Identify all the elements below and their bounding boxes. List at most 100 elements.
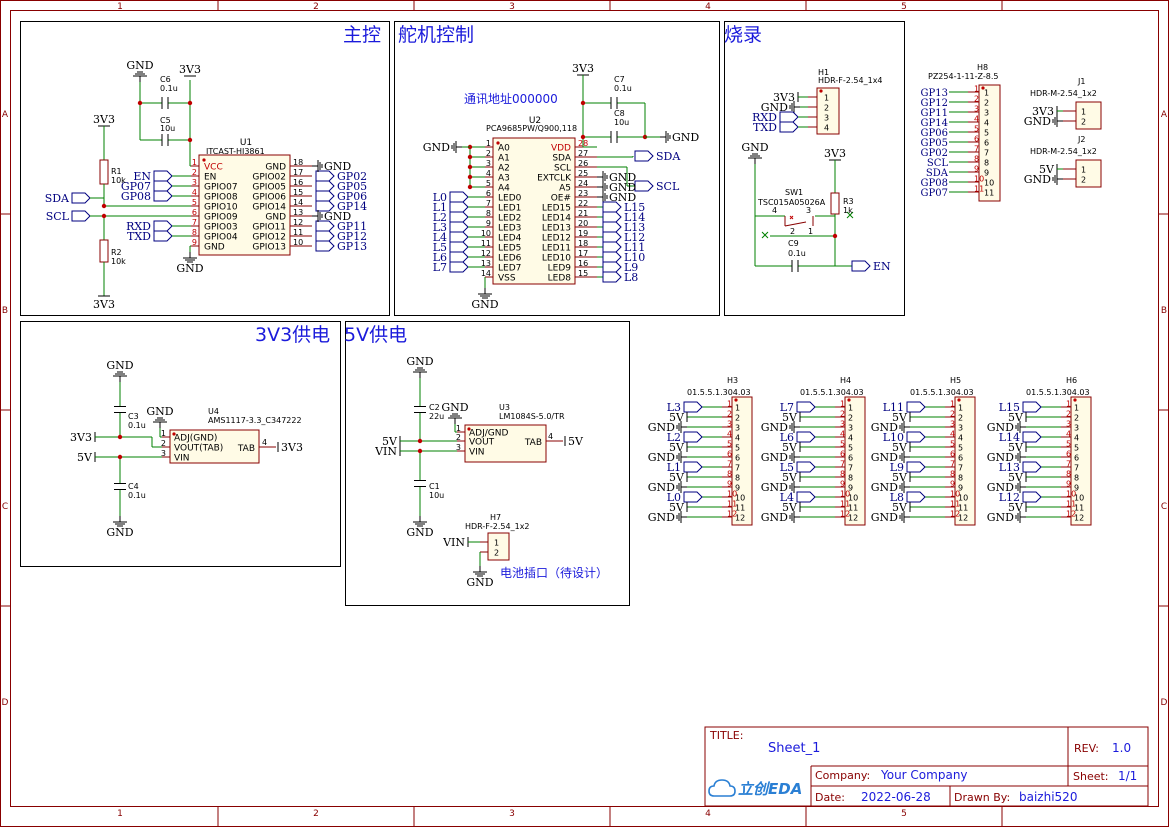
pin-number: 1 (1081, 166, 1086, 175)
pin-number: 3 (824, 114, 829, 123)
cap-ref: C7 (614, 75, 625, 84)
pin-name: GPIO02 (252, 173, 286, 183)
row-label: A (2, 110, 9, 120)
col-label: 3 (509, 809, 515, 819)
pin-name: VOUT(TAB) (174, 444, 223, 454)
pin-name: GPIO10 (204, 203, 238, 213)
pin-number: 12 (727, 510, 737, 519)
pin-number: 11 (984, 189, 994, 198)
h7-ref: H7 (490, 513, 501, 522)
row-label: B (1161, 306, 1167, 316)
gnd-label: GND (324, 160, 351, 173)
net-flag (71, 210, 91, 222)
net-flag (602, 211, 622, 223)
pin-number: 1 (840, 400, 845, 409)
pin-number: 12 (481, 249, 491, 258)
net-label: GP13 (337, 240, 367, 253)
net-flag (602, 241, 622, 253)
sheet-value: 1/1 (1118, 769, 1137, 783)
pin-number: 7 (958, 464, 963, 473)
no-connect (846, 211, 854, 219)
pin-number: 10 (958, 494, 968, 503)
power-label: 5V (782, 441, 798, 454)
header-body (954, 396, 976, 526)
power-label: 5V (892, 441, 908, 454)
gnd-label: GND (648, 511, 675, 524)
pin-number: 7 (735, 464, 740, 473)
power-label: 3V3 (93, 113, 115, 126)
pin-number: 10 (848, 494, 858, 503)
junction-dot (467, 174, 473, 180)
pin1-marker (467, 427, 471, 431)
cap-ref: C3 (128, 412, 139, 421)
pin-number: 8 (958, 474, 963, 483)
pin-number: 14 (293, 198, 303, 207)
pin-number: 2 (824, 104, 829, 113)
gnd-label: GND (648, 421, 675, 434)
net-label: GP14 (337, 200, 367, 213)
pin-name: SDA (552, 154, 571, 164)
pin-number: 11 (735, 504, 745, 513)
sheet-title: Sheet_1 (768, 741, 820, 756)
u4-ref: U4 (208, 407, 219, 416)
junction-dot (417, 448, 423, 454)
power-label: VIN (442, 536, 465, 549)
box-burn (724, 21, 905, 316)
pin-number: 3 (806, 206, 811, 215)
pin-number: 12 (840, 510, 850, 519)
net-flag (796, 401, 816, 413)
net-flag (315, 220, 335, 232)
junction-dot (137, 100, 143, 106)
net-flag (683, 491, 703, 503)
pin-name: A3 (498, 174, 510, 184)
col-label: 2 (313, 2, 319, 12)
gnd-label: GND (466, 576, 493, 589)
box-servo (394, 21, 720, 316)
junction-dot (187, 100, 193, 106)
gnd-label: GND (871, 451, 898, 464)
net-label: SCL (46, 210, 70, 223)
pin-number: 9 (840, 480, 845, 489)
pin-number: 1 (848, 404, 853, 413)
battery-note: 电池插口（待设计） (500, 566, 608, 580)
net-label: GP12 (921, 98, 948, 109)
box-main (20, 21, 390, 316)
col-label: 1 (117, 2, 123, 12)
gnd-label: GND (609, 171, 636, 184)
pin-number: 11 (958, 504, 968, 513)
h1-ref: H1 (818, 68, 829, 77)
net-label: GP02 (921, 148, 948, 159)
net-flag (683, 401, 703, 413)
pin-number: 9 (1066, 480, 1071, 489)
pin-name: LED14 (542, 214, 571, 224)
pin-number: 17 (293, 168, 303, 177)
pin-number: 10 (1066, 490, 1076, 499)
pin-number: 6 (486, 189, 491, 198)
pin-name: A5 (559, 184, 571, 194)
pin-number: 12 (848, 514, 858, 523)
rev-value: 1.0 (1112, 741, 1131, 755)
net-flag (153, 190, 173, 202)
pin-number: 11 (481, 239, 491, 248)
net-label: L9 (890, 461, 904, 474)
pin-number: 13 (481, 259, 491, 268)
pin-number: 10 (974, 175, 984, 184)
pin-number: 2 (950, 410, 955, 419)
pin-number: 5 (974, 125, 979, 134)
net-label: L3 (667, 401, 681, 414)
pin-number: 3 (456, 443, 461, 452)
u3-value: LM1084S-5.0/TR (499, 412, 565, 421)
net-label: GP12 (337, 230, 367, 243)
pin-number: 1 (161, 429, 166, 438)
pin-number: 10 (950, 490, 960, 499)
pin-name: LED10 (542, 254, 571, 264)
header-body (844, 396, 866, 526)
section-title-burn: 烧录 (724, 24, 762, 46)
net-flag (602, 271, 622, 283)
box-5v (345, 321, 630, 606)
net-label: L6 (433, 251, 447, 264)
net-label: GP02 (337, 170, 367, 183)
pin-number: 10 (840, 490, 850, 499)
